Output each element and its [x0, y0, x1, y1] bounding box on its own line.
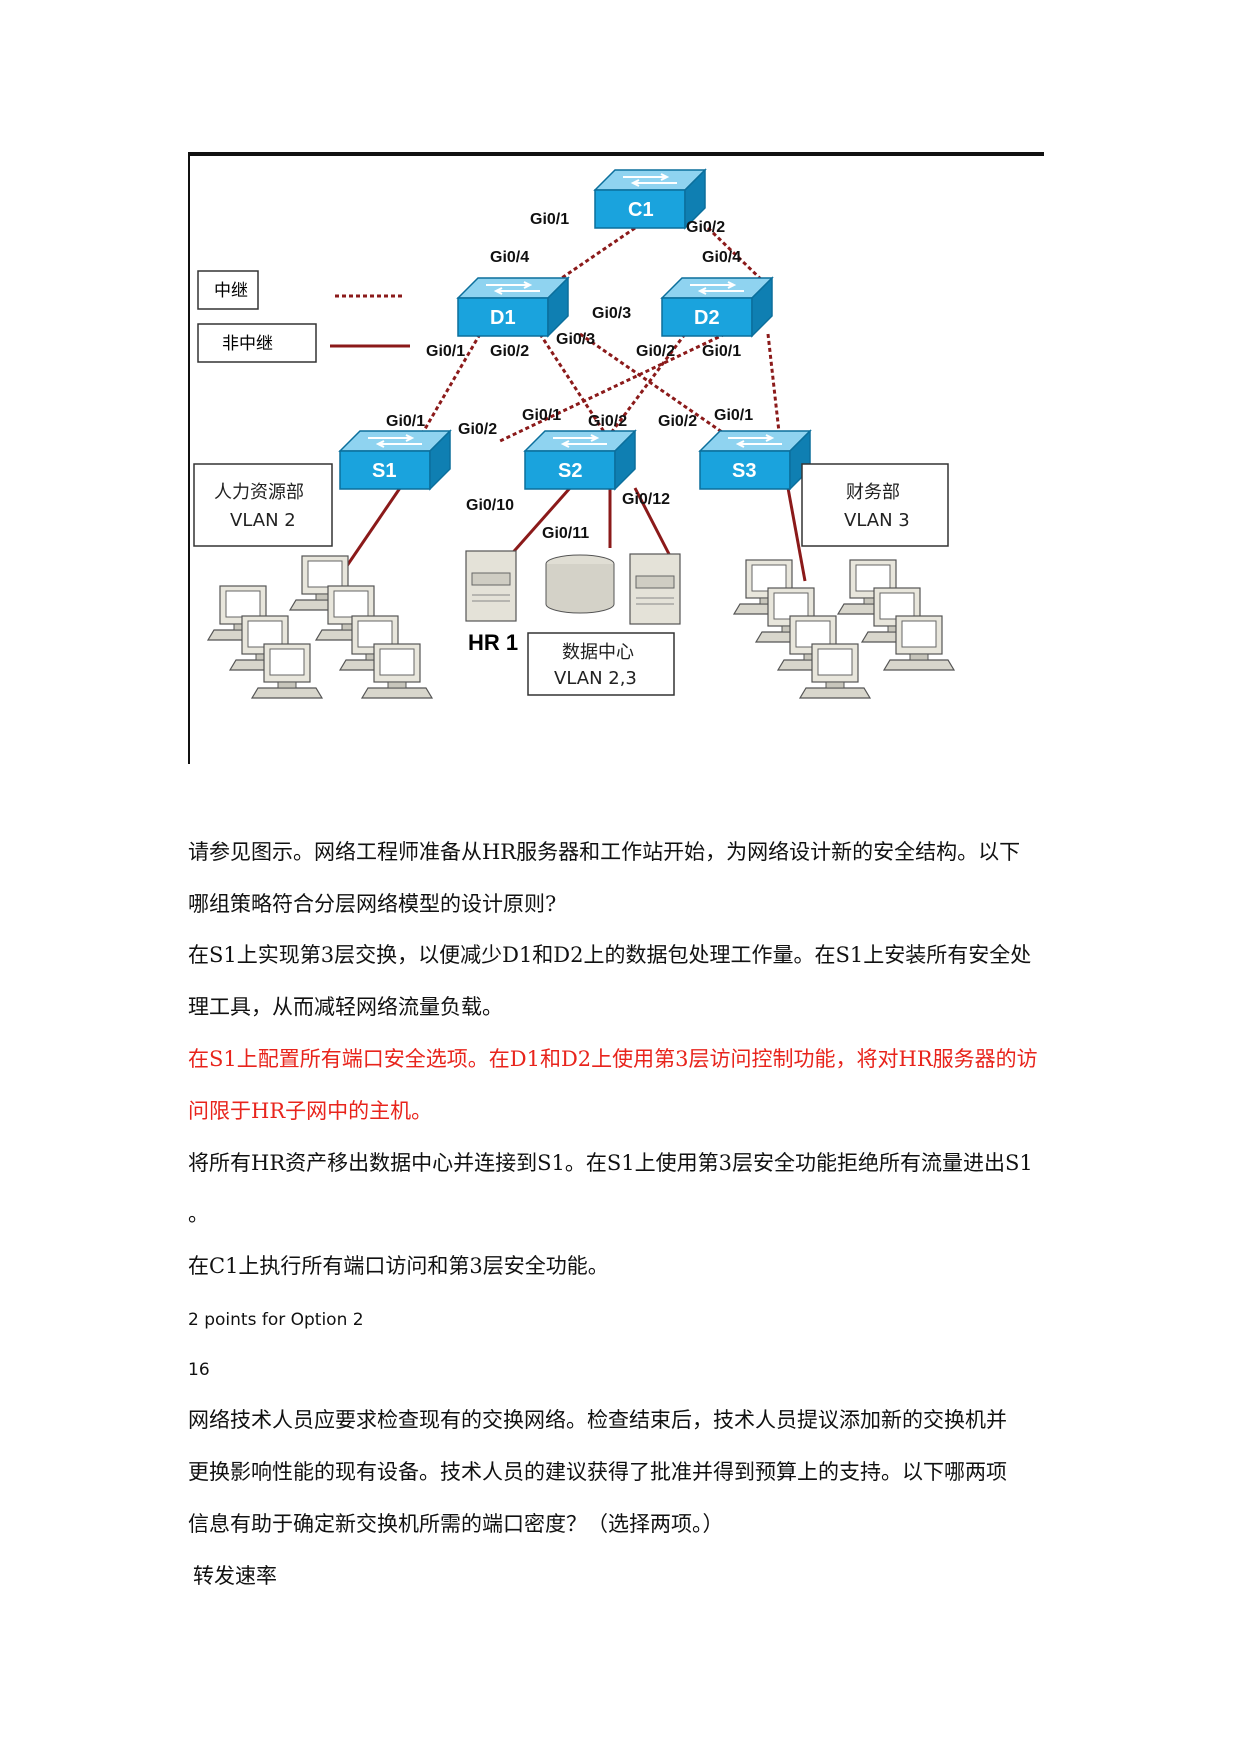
port-label: Gi0/3: [556, 331, 595, 348]
datacenter-label: 数据中心: [562, 642, 634, 663]
switch-c1-label: C1: [628, 199, 654, 221]
hr-workstations-icon: [207, 555, 433, 699]
port-label: Gi0/1: [702, 343, 741, 360]
port-label: Gi0/1: [426, 343, 465, 360]
port-label: Gi0/2: [588, 413, 627, 430]
non-trunk-links: [330, 344, 807, 582]
q15-option-2-line2: 问限于HR子网中的主机。: [188, 1099, 433, 1123]
q16-stem-line3: 信息有助于确定新交换机所需的端口密度？（选择两项。）: [188, 1512, 724, 1536]
q16-stem-line2: 更换影响性能的现有设备。技术人员的建议获得了批准并得到预算上的支持。以下哪两项: [188, 1460, 1007, 1484]
finance-vlan-label: VLAN 3: [844, 510, 910, 531]
server-icon: [629, 553, 681, 625]
network-topology-figure: C1 D1 D2 S1 S2 S3 Gi0/1 Gi0/2 Gi0/4 Gi0/…: [188, 152, 1044, 764]
port-label: Gi0/2: [658, 413, 697, 430]
storage-icon: [545, 554, 615, 614]
q15-option-3-line2: 。: [188, 1202, 209, 1226]
port-label: Gi0/11: [542, 525, 589, 542]
port-label: Gi0/1: [714, 407, 753, 424]
port-label: Gi0/1: [386, 413, 425, 430]
port-label: Gi0/1: [522, 407, 561, 424]
switch-d2-label: D2: [694, 307, 720, 329]
hr1-server-icon: [465, 550, 517, 622]
q16-option-1: 转发速率: [193, 1564, 277, 1588]
port-label: Gi0/4: [490, 249, 529, 266]
switch-s1-label: S1: [372, 460, 396, 482]
finance-workstations-icon: [733, 559, 955, 699]
port-label: Gi0/10: [466, 497, 514, 514]
port-label: Gi0/12: [622, 491, 670, 508]
datacenter-box: [527, 632, 675, 696]
finance-dept-label: 财务部: [846, 482, 900, 503]
q15-points: 2 points for Option 2: [188, 1310, 364, 1330]
switch-s2-label: S2: [558, 460, 582, 482]
q15-option-4: 在C1上执行所有端口访问和第3层安全功能。: [188, 1254, 609, 1278]
datacenter-vlan-label: VLAN 2,3: [554, 668, 637, 689]
trunk-links: [335, 226, 782, 443]
port-label: Gi0/3: [592, 305, 631, 322]
q15-stem-line1: 请参见图示。网络工程师准备从HR服务器和工作站开始，为网络设计新的安全结构。以下: [188, 840, 1021, 864]
port-label: Gi0/2: [686, 219, 725, 236]
legend: 中继 非中继: [197, 270, 317, 363]
legend-trunk-label: 中继: [214, 281, 248, 301]
hr1-label: HR 1: [468, 630, 518, 655]
q16-stem-line1: 网络技术人员应要求检查现有的交换网络。检查结束后，技术人员提议添加新的交换机并: [188, 1408, 1007, 1432]
port-label: Gi0/1: [530, 211, 569, 228]
q15-option-1-line2: 理工具，从而减轻网络流量负载。: [188, 995, 503, 1019]
finance-dept-box: [801, 463, 949, 547]
hr-dept-box: [193, 463, 333, 547]
port-label: Gi0/2: [490, 343, 529, 360]
port-label: Gi0/2: [458, 421, 497, 438]
q15-stem-line2: 哪组策略符合分层网络模型的设计原则?: [188, 892, 557, 916]
q15-option-3-line1: 将所有HR资产移出数据中心并连接到S1。在S1上使用第3层安全功能拒绝所有流量进…: [188, 1151, 1033, 1175]
q16-number: 16: [188, 1360, 210, 1380]
legend-non-trunk-label: 非中继: [222, 334, 273, 354]
q15-option-1-line1: 在S1上实现第3层交换，以便减少D1和D2上的数据包处理工作量。在S1上安装所有…: [188, 943, 1032, 967]
hr-vlan-label: VLAN 2: [230, 510, 296, 531]
port-label: Gi0/2: [636, 343, 675, 360]
switch-s3-label: S3: [732, 460, 756, 482]
q15-option-2-line1: 在S1上配置所有端口安全选项。在D1和D2上使用第3层访问控制功能，将对HR服务…: [188, 1047, 1038, 1071]
hr-dept-label: 人力资源部: [214, 482, 304, 503]
switch-d1-label: D1: [490, 307, 516, 329]
port-label: Gi0/4: [702, 249, 741, 266]
